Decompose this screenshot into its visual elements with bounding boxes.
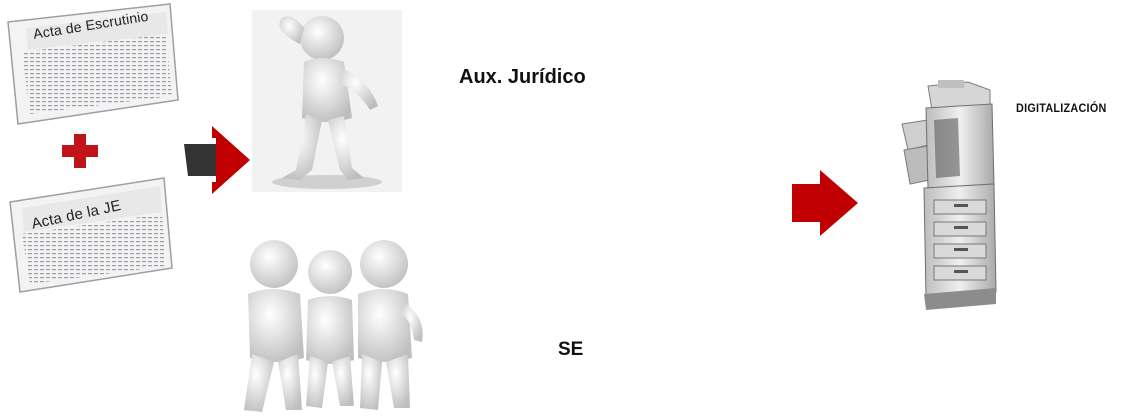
document-sheet-icon (9, 177, 173, 293)
aux-juridico-label: Aux. Jurídico (459, 66, 586, 88)
digitalizacion-label: DIGITALIZACIÓN (1016, 101, 1107, 115)
arrow-to-aux-icon (184, 126, 250, 194)
plus-icon (62, 134, 98, 168)
copier-machine (898, 80, 1002, 312)
acta-escrutinio-document: Acta de Escrutinio (0, 0, 180, 130)
document-sheet-icon (7, 3, 179, 125)
se-group-figure (222, 234, 430, 415)
arrow-to-digitalizacion-icon (792, 170, 858, 236)
se-label: SE (558, 339, 584, 360)
person-thinking-icon (272, 16, 382, 189)
copier-icon (901, 80, 997, 310)
people-group-icon (244, 240, 423, 412)
aux-juridico-figure (252, 10, 402, 192)
acta-je-document: Acta de la JE (4, 172, 176, 296)
